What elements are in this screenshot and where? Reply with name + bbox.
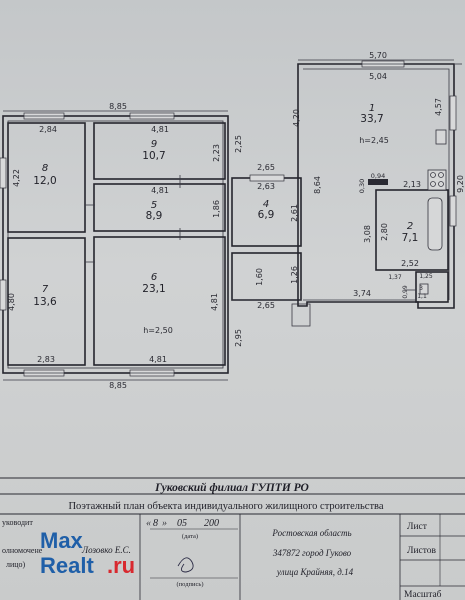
date-year: 200 (204, 518, 219, 529)
room-5-number: 5 (151, 200, 157, 211)
dim-annex-top-inner: 5,04 (369, 72, 387, 81)
dim-wc-125: 1,25 (419, 273, 433, 280)
room-9-number: 9 (151, 139, 157, 150)
date-label: (дата) (182, 533, 198, 540)
room-4-area: 6,9 (258, 209, 275, 221)
room-1-number: 1 (369, 103, 375, 114)
dim-r8-left: 4,22 (12, 169, 21, 187)
dim-r2-bottom: 2,52 (401, 259, 419, 268)
dim-vest-bottom: 2,65 (257, 301, 275, 310)
dim-r5-top: 4,81 (151, 186, 169, 195)
main-house-outline (2, 115, 229, 374)
dim-wc-099: 0,99 (402, 285, 409, 299)
room-2-number: 2 (407, 221, 413, 232)
address-line-3: улица Крайняя, д.14 (276, 567, 354, 577)
watermark-tld: .ru (107, 553, 135, 578)
label-sheet: Лист (407, 522, 428, 532)
dim-r2-inner: 2,80 (380, 223, 389, 241)
svg-text:»: » (162, 518, 167, 529)
dim-r9-right: 2,23 (212, 144, 221, 162)
address-line-2: 347872 город Гуково (272, 548, 352, 558)
dim-wc-137: 1,37 (388, 274, 402, 281)
dim-r6-right: 4,81 (210, 293, 219, 311)
dim-wc-11: 1,1 (417, 293, 427, 300)
label-sheets: Листов (407, 546, 437, 556)
room-9-outline (93, 122, 226, 180)
signature-label: (подпись) (177, 581, 204, 588)
date-day: 8 (153, 518, 158, 529)
address-line-1: Ростовская область (271, 528, 351, 538)
dim-overall-bottom: 8,85 (109, 381, 127, 390)
dim-225: 2,25 (234, 135, 243, 153)
dim-vest-left: 1,60 (255, 268, 264, 286)
room-8-outline (7, 122, 86, 233)
dim-overall-right: 9,20 (456, 175, 465, 193)
title-subtitle: Поэтажный план объекта индивидуального ж… (68, 501, 383, 512)
room-8-number: 8 (42, 163, 48, 174)
ceiling-annex: h=2,45 (359, 136, 389, 145)
room-2-area: 7,1 (402, 232, 419, 244)
dim-r7-left: 4,80 (7, 293, 16, 311)
dim-r5-right: 1,86 (212, 200, 221, 218)
svg-text:«: « (146, 518, 151, 529)
dim-r9-top: 4,81 (151, 125, 169, 134)
dim-094: 0,94 (371, 172, 385, 180)
dim-295: 2,95 (234, 329, 243, 347)
dim-overall-top: 8,85 (109, 102, 127, 111)
label-scale: Масштаб (404, 589, 442, 600)
dim-r6-bottom: 4,81 (149, 355, 167, 364)
room-6-area: 23,1 (142, 283, 165, 295)
dim-r4-right: 2,61 (290, 204, 299, 222)
dim-r2-left: 3,08 (363, 225, 372, 243)
heater-icon (368, 179, 388, 185)
stove-icon (427, 169, 447, 191)
room-7-area: 13,6 (33, 296, 57, 308)
date-month: 05 (177, 518, 187, 529)
room-7-outline (7, 237, 86, 366)
dim-r8-top: 2,84 (39, 125, 57, 134)
dim-r2-width: 2,13 (403, 180, 421, 189)
dim-vest-right: 1,26 (290, 266, 299, 284)
room-8-area: 12,0 (33, 175, 56, 187)
room-6-number: 6 (151, 272, 157, 283)
room-2-outline (375, 189, 449, 271)
left-col-line-2: олномочене (2, 546, 43, 555)
ceiling-main: h=2,50 (143, 326, 173, 335)
dim-r4-top: 2,63 (257, 182, 275, 191)
room-1-area: 33,7 (360, 113, 383, 125)
room-9-area: 10,7 (142, 150, 165, 162)
room-5-outline (93, 183, 226, 232)
dim-annex-bottom: 3,74 (353, 289, 371, 298)
watermark-line2: Realt (40, 553, 94, 578)
room-4-number: 4 (263, 199, 269, 210)
left-col-line-1: уководит (2, 518, 33, 527)
responsible-name: Лозовко Е.С. (81, 545, 131, 555)
wc-outline (415, 271, 449, 303)
dim-annex-left: 4,20 (292, 109, 301, 127)
watermark-line1: Max (40, 528, 84, 553)
bathtub-icon (427, 197, 443, 251)
room-5-area: 8,9 (146, 210, 163, 222)
dim-annex-mid: 8,64 (313, 176, 322, 194)
dim-265a: 2,65 (257, 163, 275, 172)
dim-annex-right: 4,57 (434, 98, 443, 116)
toilet-icon (419, 283, 429, 295)
room-6-outline (93, 236, 226, 366)
dim-030: 0,30 (358, 179, 366, 193)
dim-r7-bottom: 2,83 (37, 355, 55, 364)
dim-wc-3: 3 (419, 285, 423, 292)
signature-mark (177, 557, 194, 573)
dim-annex-top-outer: 5,70 (369, 51, 387, 60)
watermark-logo: Max Realt .ru (40, 528, 135, 578)
left-col-line-3: лицо) (6, 560, 26, 569)
room-7-number: 7 (42, 284, 49, 295)
title-org: Гуковский филиал ГУПТИ РО (154, 481, 309, 494)
sink-icon (435, 129, 447, 145)
